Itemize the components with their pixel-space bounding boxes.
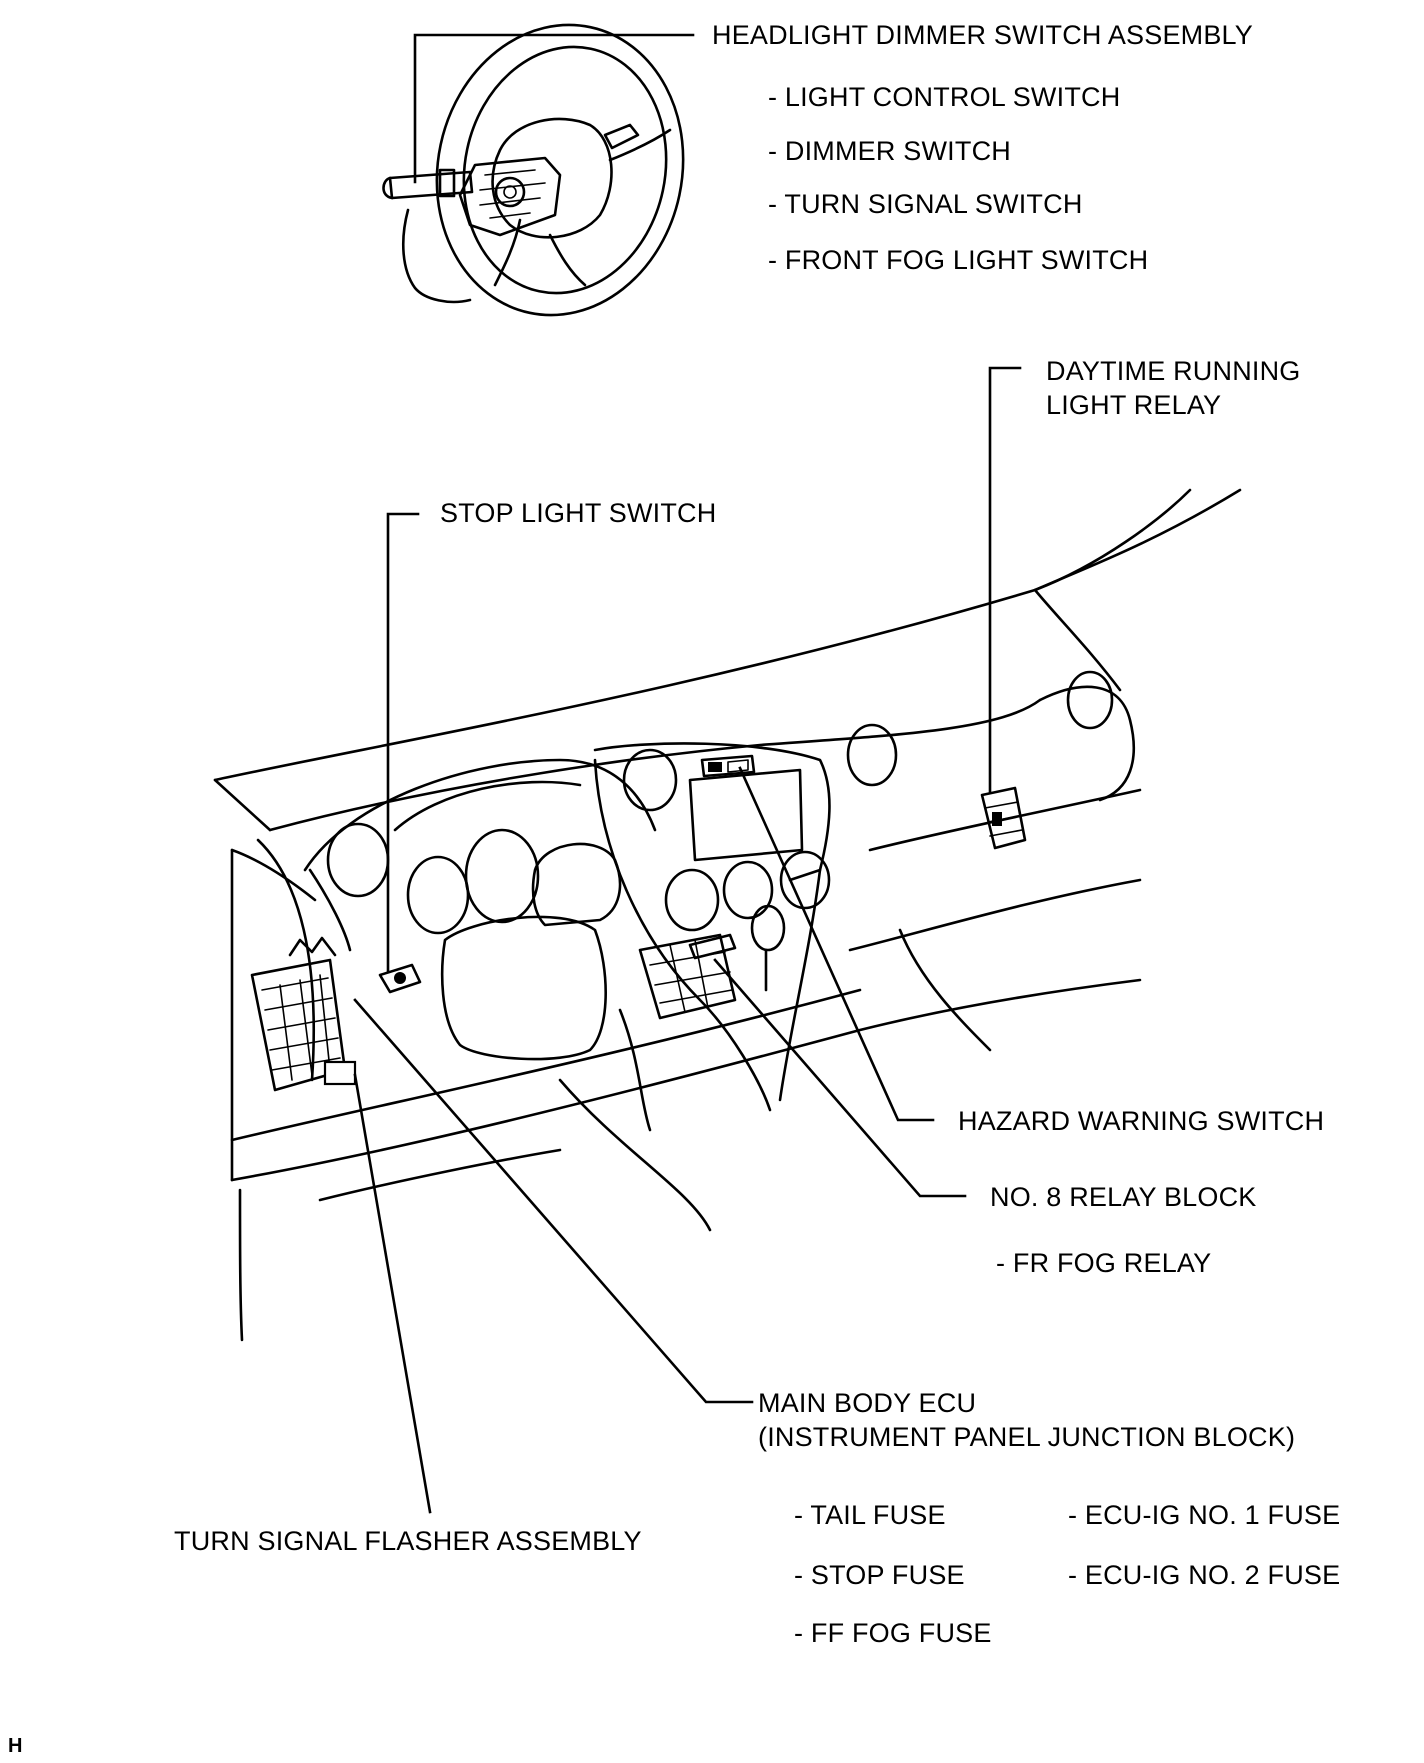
daytime-relay-component (980, 786, 1027, 850)
label-junction-block: (INSTRUMENT PANEL JUNCTION BLOCK) (758, 1422, 1296, 1452)
label-dimmer-switch: - DIMMER SWITCH (768, 136, 1011, 166)
label-relay-block: NO. 8 RELAY BLOCK (990, 1182, 1257, 1212)
hazard-switch-component (700, 754, 756, 778)
label-stop-light-switch: STOP LIGHT SWITCH (440, 498, 717, 528)
label-stop-fuse: - STOP FUSE (794, 1560, 965, 1590)
label-front-fog-switch: - FRONT FOG LIGHT SWITCH (768, 245, 1149, 275)
label-turn-signal-switch: - TURN SIGNAL SWITCH (768, 189, 1083, 219)
corner-mark: H (8, 1735, 23, 1757)
label-fr-fog-relay: - FR FOG RELAY (996, 1248, 1212, 1278)
dashboard-illustration (213, 488, 1242, 1342)
label-ecu-ig2-fuse: - ECU-IG NO. 2 FUSE (1068, 1560, 1341, 1590)
label-headlight-dimmer: HEADLIGHT DIMMER SWITCH ASSEMBLY (712, 20, 1253, 50)
label-light-control-switch: - LIGHT CONTROL SWITCH (768, 82, 1121, 112)
label-ecu-ig1-fuse: - ECU-IG NO. 1 FUSE (1068, 1500, 1341, 1530)
label-daytime-relay-line2: LIGHT RELAY (1046, 390, 1222, 420)
leader-lines (353, 33, 1022, 1514)
label-daytime-relay-line1: DAYTIME RUNNING (1046, 356, 1301, 386)
steering-wheel-illustration (382, 23, 685, 317)
relay-block-component (638, 933, 737, 1020)
label-ff-fog-fuse: - FF FOG FUSE (794, 1618, 992, 1648)
junction-block-component (250, 936, 357, 1092)
label-tail-fuse: - TAIL FUSE (794, 1500, 946, 1530)
label-turn-flasher: TURN SIGNAL FLASHER ASSEMBLY (174, 1526, 642, 1556)
stop-light-switch-component (378, 963, 422, 994)
label-hazard-switch: HAZARD WARNING SWITCH (958, 1106, 1325, 1136)
label-main-body-ecu: MAIN BODY ECU (758, 1388, 977, 1418)
